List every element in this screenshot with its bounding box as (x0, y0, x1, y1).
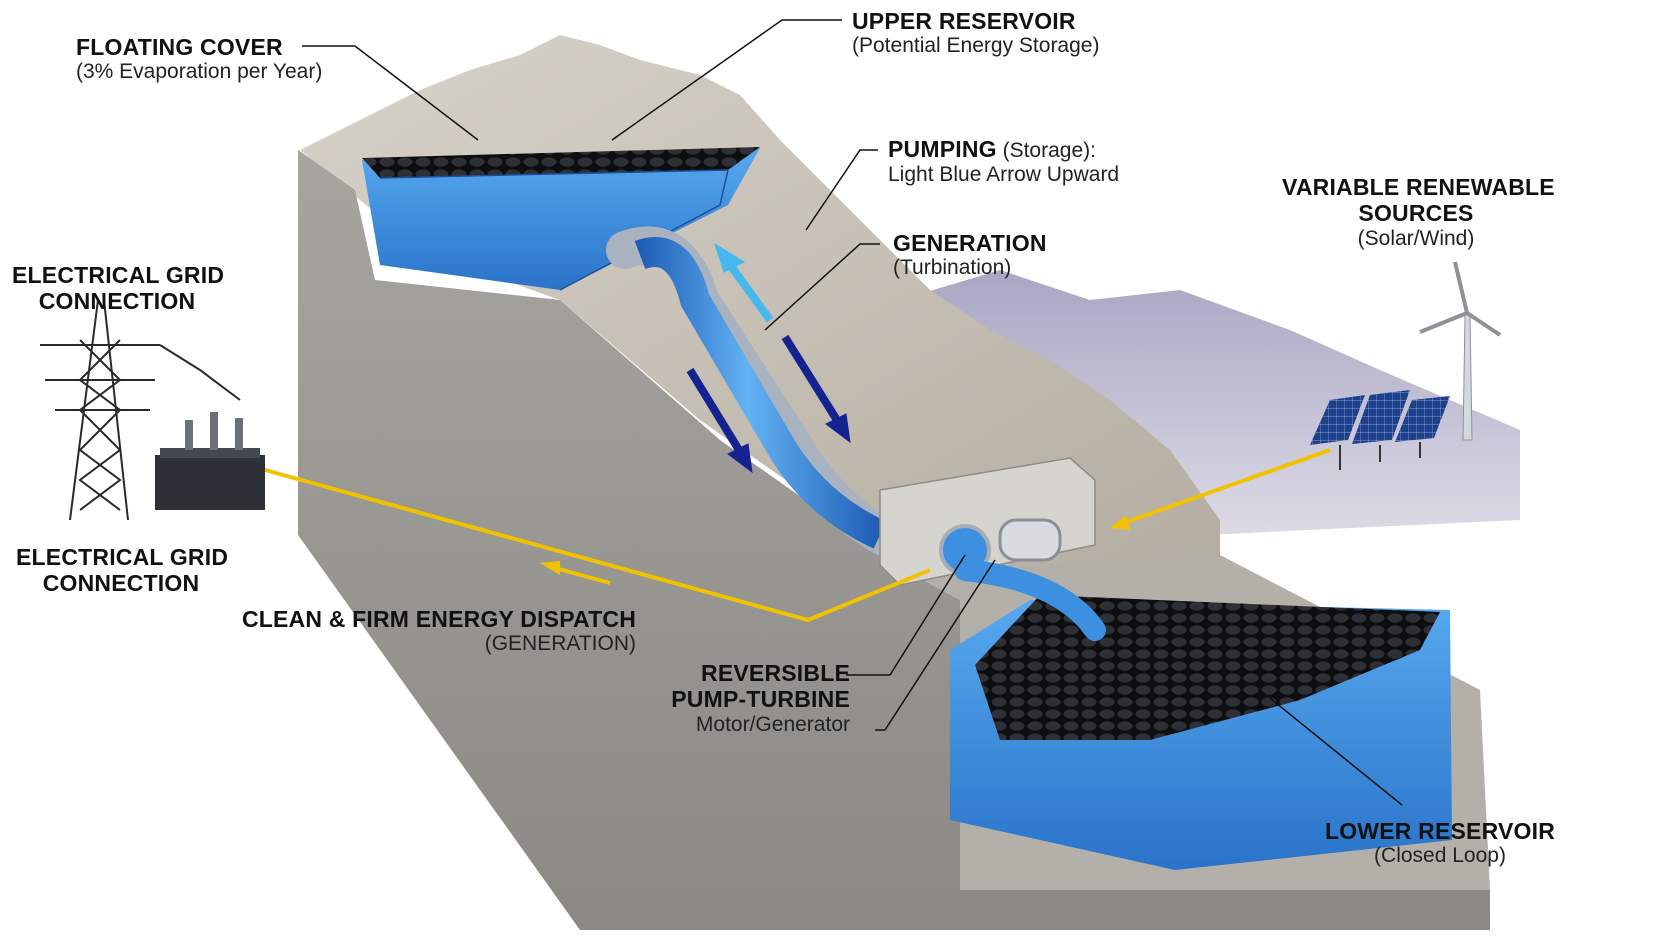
grid-top-line-1: ELECTRICAL GRID (12, 262, 225, 288)
grid-bottom-line-1: ELECTRICAL GRID (16, 544, 229, 570)
lower-reservoir-title: LOWER RESERVOIR (1324, 818, 1556, 844)
generation-arrow-left (686, 367, 753, 474)
upper-reservoir-water (362, 148, 760, 290)
pumping-title-suffix: (Storage): (996, 139, 1096, 162)
generation-title: GENERATION (893, 230, 1047, 256)
upper-reservoir-title: UPPER RESERVOIR (852, 8, 1076, 34)
upper-reservoir-label: UPPER RESERVOIR (Potential Energy Storag… (852, 8, 1099, 59)
variable-renewables-title-2: SOURCES (1358, 200, 1474, 227)
grid-top-line-2: CONNECTION (38, 288, 196, 315)
pumping-subtitle: Light Blue Arrow Upward (888, 163, 1120, 187)
solar-array (1310, 390, 1450, 470)
generation-arrow-right (781, 334, 851, 444)
dispatch-subtitle: (GENERATION) (484, 632, 636, 656)
pump-turbine-label: REVERSIBLE PUMP-TURBINE Motor/Generator (640, 660, 850, 737)
pump-turbine-line-1: REVERSIBLE (701, 660, 850, 686)
generation-subtitle: (Turbination) (893, 256, 1012, 280)
grid-connection-label-bottom: ELECTRICAL GRID CONNECTION (16, 544, 229, 597)
pump-turbine-subtitle: Motor/Generator (695, 712, 850, 736)
dispatch-title: CLEAN & FIRM ENERGY DISPATCH (241, 606, 636, 632)
grid-bottom-line-2: CONNECTION (42, 570, 200, 597)
lower-reservoir-subtitle: (Closed Loop) (1374, 844, 1506, 868)
floating-cover-title: FLOATING COVER (76, 34, 283, 60)
upper-reservoir-cover (362, 147, 760, 178)
grid-power-line (257, 466, 931, 623)
pumping-arrow (714, 242, 774, 323)
grid-connection-label-top: ELECTRICAL GRID CONNECTION (12, 262, 225, 315)
generation-label: GENERATION (Turbination) (893, 230, 1047, 281)
transformer (155, 412, 265, 510)
renewable-power-line (1117, 448, 1331, 527)
floating-cover-subtitle: (3% Evaporation per Year) (76, 60, 323, 84)
variable-renewables-subtitle: (Solar/Wind) (1357, 226, 1475, 250)
leader-lines (302, 19, 1403, 806)
dispatch-label: CLEAN & FIRM ENERGY DISPATCH (GENERATION… (238, 606, 636, 657)
pumping-title: PUMPING (888, 136, 997, 162)
base-concrete-front (298, 150, 1490, 930)
lower-reservoir-label: LOWER RESERVOIR (Closed Loop) (1320, 818, 1560, 869)
variable-renewables-label: VARIABLE RENEWABLE SOURCES (Solar/Wind) (1282, 174, 1555, 251)
upper-reservoir-subtitle: (Potential Energy Storage) (852, 34, 1100, 58)
transmission-tower (40, 299, 241, 521)
floating-cover-label: FLOATING COVER (3% Evaporation per Year) (76, 34, 322, 85)
dispatch-arrow (554, 566, 611, 585)
variable-renewables-title-1: VARIABLE RENEWABLE (1282, 174, 1555, 200)
wind-turbine (1419, 261, 1502, 441)
motor-generator (998, 518, 1062, 562)
pump-turbine-line-2: PUMP-TURBINE (671, 686, 850, 713)
pumping-label: PUMPING (Storage): Light Blue Arrow Upwa… (888, 136, 1119, 187)
